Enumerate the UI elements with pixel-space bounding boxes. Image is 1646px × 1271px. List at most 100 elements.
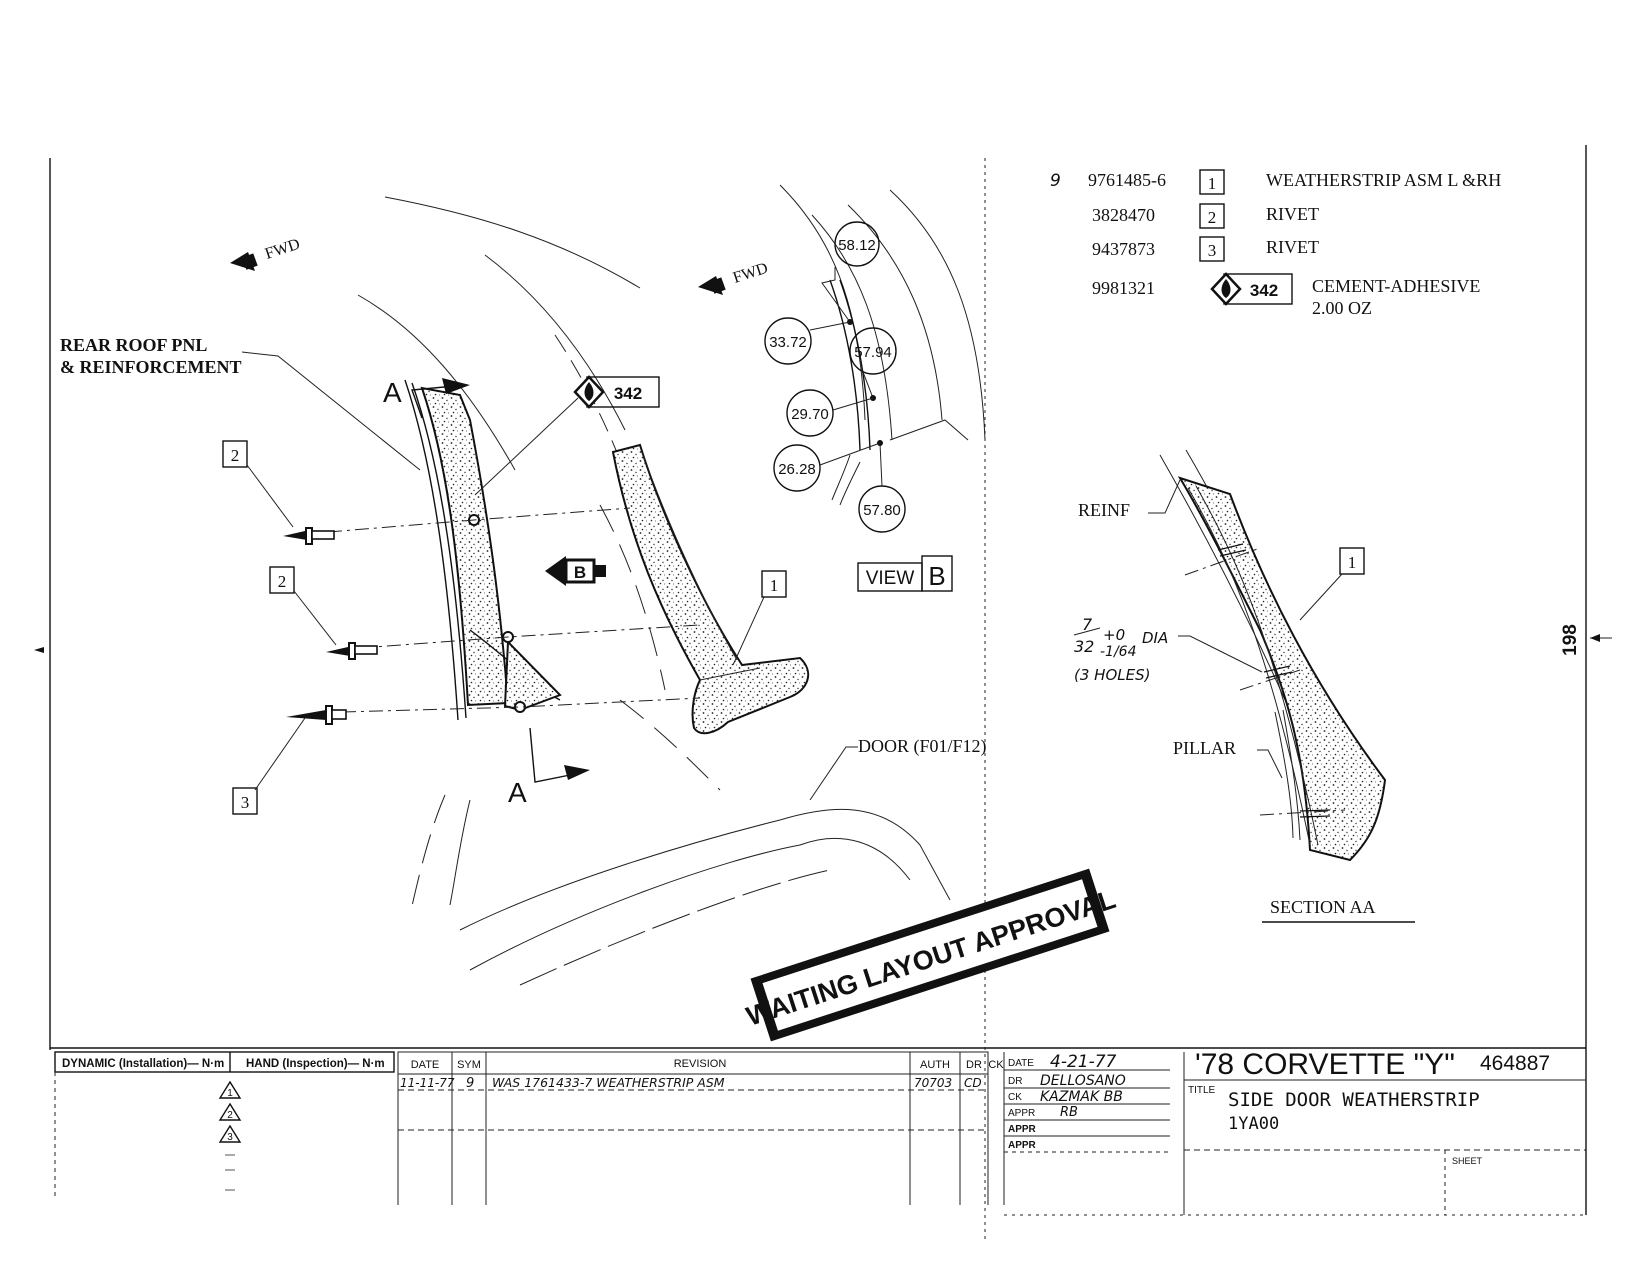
door-label: DOOR (F01/F12) <box>858 736 987 757</box>
dimension-value: 57.94 <box>854 344 892 361</box>
part-description: CEMENT-ADHESIVE <box>1312 276 1480 296</box>
parts-row-sym: 9 <box>1050 171 1061 191</box>
drawing-frame <box>34 145 1612 1240</box>
rivet-icon <box>286 705 347 725</box>
torque-triangle-label: 1 <box>227 1088 233 1099</box>
parts-row-4: 9981321 342 CEMENT-ADHESIVE 2.00 OZ <box>1092 272 1480 318</box>
parts-row-2: 3828470 2 RIVET <box>1092 203 1319 229</box>
rev-date: 11-11-77 <box>400 1076 455 1090</box>
callout-weatherstrip: 1 <box>770 576 779 595</box>
part-number: 3828470 <box>1092 205 1155 225</box>
label-dr: DR <box>1008 1076 1022 1087</box>
rev-text: WAS 1761433-7 WEATHERSTRIP ASM <box>492 1075 725 1090</box>
hole-size-den: 32 <box>1074 637 1094 656</box>
callout-rivet-lower: 3 <box>241 793 250 812</box>
dimension-circle: 26.28 <box>773 444 821 492</box>
rivet-icon <box>326 642 378 660</box>
section-a-top: A <box>383 377 402 408</box>
dimension-value: 58.12 <box>838 237 876 254</box>
reinf-label: REINF <box>1078 500 1130 520</box>
part-description: WEATHERSTRIP ASM L &RH <box>1266 170 1501 190</box>
view-b-word: VIEW <box>866 568 915 589</box>
dimension-circle: 33.72 <box>764 317 812 365</box>
label-ck: CK <box>1008 1092 1022 1103</box>
part-index: 1 <box>1208 174 1217 193</box>
fwd-arrow-icon <box>230 252 258 271</box>
part-description: RIVET <box>1266 237 1319 257</box>
rear-roof-label-line2: & REINFORCEMENT <box>60 357 242 377</box>
hole-tol-minus: -1/64 <box>1100 644 1137 660</box>
hole-size-num: 7 <box>1082 615 1093 634</box>
fwd-arrow-icon <box>698 276 726 295</box>
torque-triangle-icon: 1 <box>218 1080 242 1099</box>
label-title: TITLE <box>1188 1085 1216 1096</box>
callout-rivet-upper: 2 <box>231 446 240 465</box>
parts-row-3: 9437873 3 RIVET <box>1092 236 1319 262</box>
part-number: 9981321 <box>1092 278 1155 298</box>
parts-row-1: 9 9761485-6 1 WEATHERSTRIP ASM L &RH <box>1050 169 1501 195</box>
fwd-label-left: FWD <box>263 236 302 263</box>
value-appr-1: RB <box>1060 1105 1078 1120</box>
torque-triangle-icon: 3 <box>218 1124 242 1143</box>
callout-rivet-middle: 2 <box>278 572 287 591</box>
approval-stamp: WAITING LAYOUT APPROVAL <box>743 868 1119 1042</box>
part-index: 3 <box>1208 241 1217 260</box>
dimension-circle: 58.12 <box>834 221 880 267</box>
section-aa-detail: 1 REINF PILLAR 7 32 +0 -1/64 DIA (3 HOLE… <box>1073 449 1415 923</box>
value-date: 4-21-77 <box>1050 1052 1117 1072</box>
main-exploded-view: 2 2 3 1 342 A A B <box>60 196 987 986</box>
label-appr-1: APPR <box>1008 1108 1035 1119</box>
part-quantity: 2.00 OZ <box>1312 298 1372 318</box>
drawing-title-line1: SIDE DOOR WEATHERSTRIP <box>1228 1089 1480 1111</box>
title-block: DYNAMIC (Installation)— N·m HAND (Inspec… <box>54 1048 1586 1216</box>
view-b-title: VIEW B <box>857 555 953 592</box>
hole-count-label: (3 HOLES) <box>1074 666 1150 684</box>
part-index: 342 <box>1250 281 1278 300</box>
dimension-value: 29.70 <box>791 406 829 423</box>
rivet-icon <box>283 527 335 545</box>
col-date: DATE <box>411 1059 440 1071</box>
section-a-bottom: A <box>508 777 527 808</box>
value-ck: KAZMAK BB <box>1040 1089 1123 1105</box>
label-appr-3: APPR <box>1008 1140 1037 1151</box>
callout-342: 342 <box>614 384 642 403</box>
label-appr-2: APPR <box>1008 1124 1037 1135</box>
part-number: 9437873 <box>1092 239 1155 259</box>
drawing-title-main: '78 CORVETTE "Y" <box>1195 1048 1455 1081</box>
dimension-circle: 57.94 <box>849 327 897 375</box>
torque-triangle-label: 2 <box>227 1110 233 1121</box>
fwd-label-view-b: FWD <box>731 260 770 287</box>
view-b-letter: B <box>928 561 945 591</box>
torque-triangle-icon: 2 <box>218 1102 242 1121</box>
value-dr: DELLOSANO <box>1040 1073 1126 1089</box>
view-b-arrow-icon: B <box>545 556 606 586</box>
torque-triangle-label: 3 <box>227 1132 233 1143</box>
pillar-label: PILLAR <box>1173 738 1236 758</box>
drawing-number: 464887 <box>1480 1052 1550 1075</box>
col-revision: REVISION <box>674 1058 727 1070</box>
dimension-value: 26.28 <box>778 461 816 478</box>
sheet-number: 198 <box>1560 624 1581 656</box>
rear-roof-label-line1: REAR ROOF PNL <box>60 335 207 355</box>
label-date: DATE <box>1008 1058 1034 1069</box>
part-number: 9761485-6 <box>1088 170 1166 190</box>
adhesive-symbol-icon <box>1210 272 1293 306</box>
adhesive-callout: 342 <box>474 375 660 496</box>
col-ck: CK <box>988 1059 1004 1071</box>
rev-auth: 70703 <box>914 1076 952 1090</box>
rev-dr: CD <box>964 1076 982 1090</box>
part-index: 2 <box>1208 208 1217 227</box>
parts-list: 9 9761485-6 1 WEATHERSTRIP ASM L &RH 382… <box>1050 169 1501 318</box>
dimension-value: 33.72 <box>769 334 807 351</box>
stamp-text: WAITING LAYOUT APPROVAL <box>743 884 1119 1032</box>
rev-sym: 9 <box>466 1076 474 1091</box>
col-auth: AUTH <box>920 1059 950 1071</box>
view-b-detail: 58.12 33.72 57.94 29.70 26.28 57.80 <box>698 184 986 592</box>
dynamic-torque-header: DYNAMIC (Installation)— N·m <box>62 1058 224 1070</box>
part-description: RIVET <box>1266 204 1319 224</box>
callout-section-weatherstrip: 1 <box>1348 553 1357 572</box>
drawing-title-line2: 1YA00 <box>1228 1114 1279 1134</box>
hole-tol-plus: +0 <box>1103 626 1125 644</box>
view-b-arrow-letter: B <box>574 563 586 582</box>
